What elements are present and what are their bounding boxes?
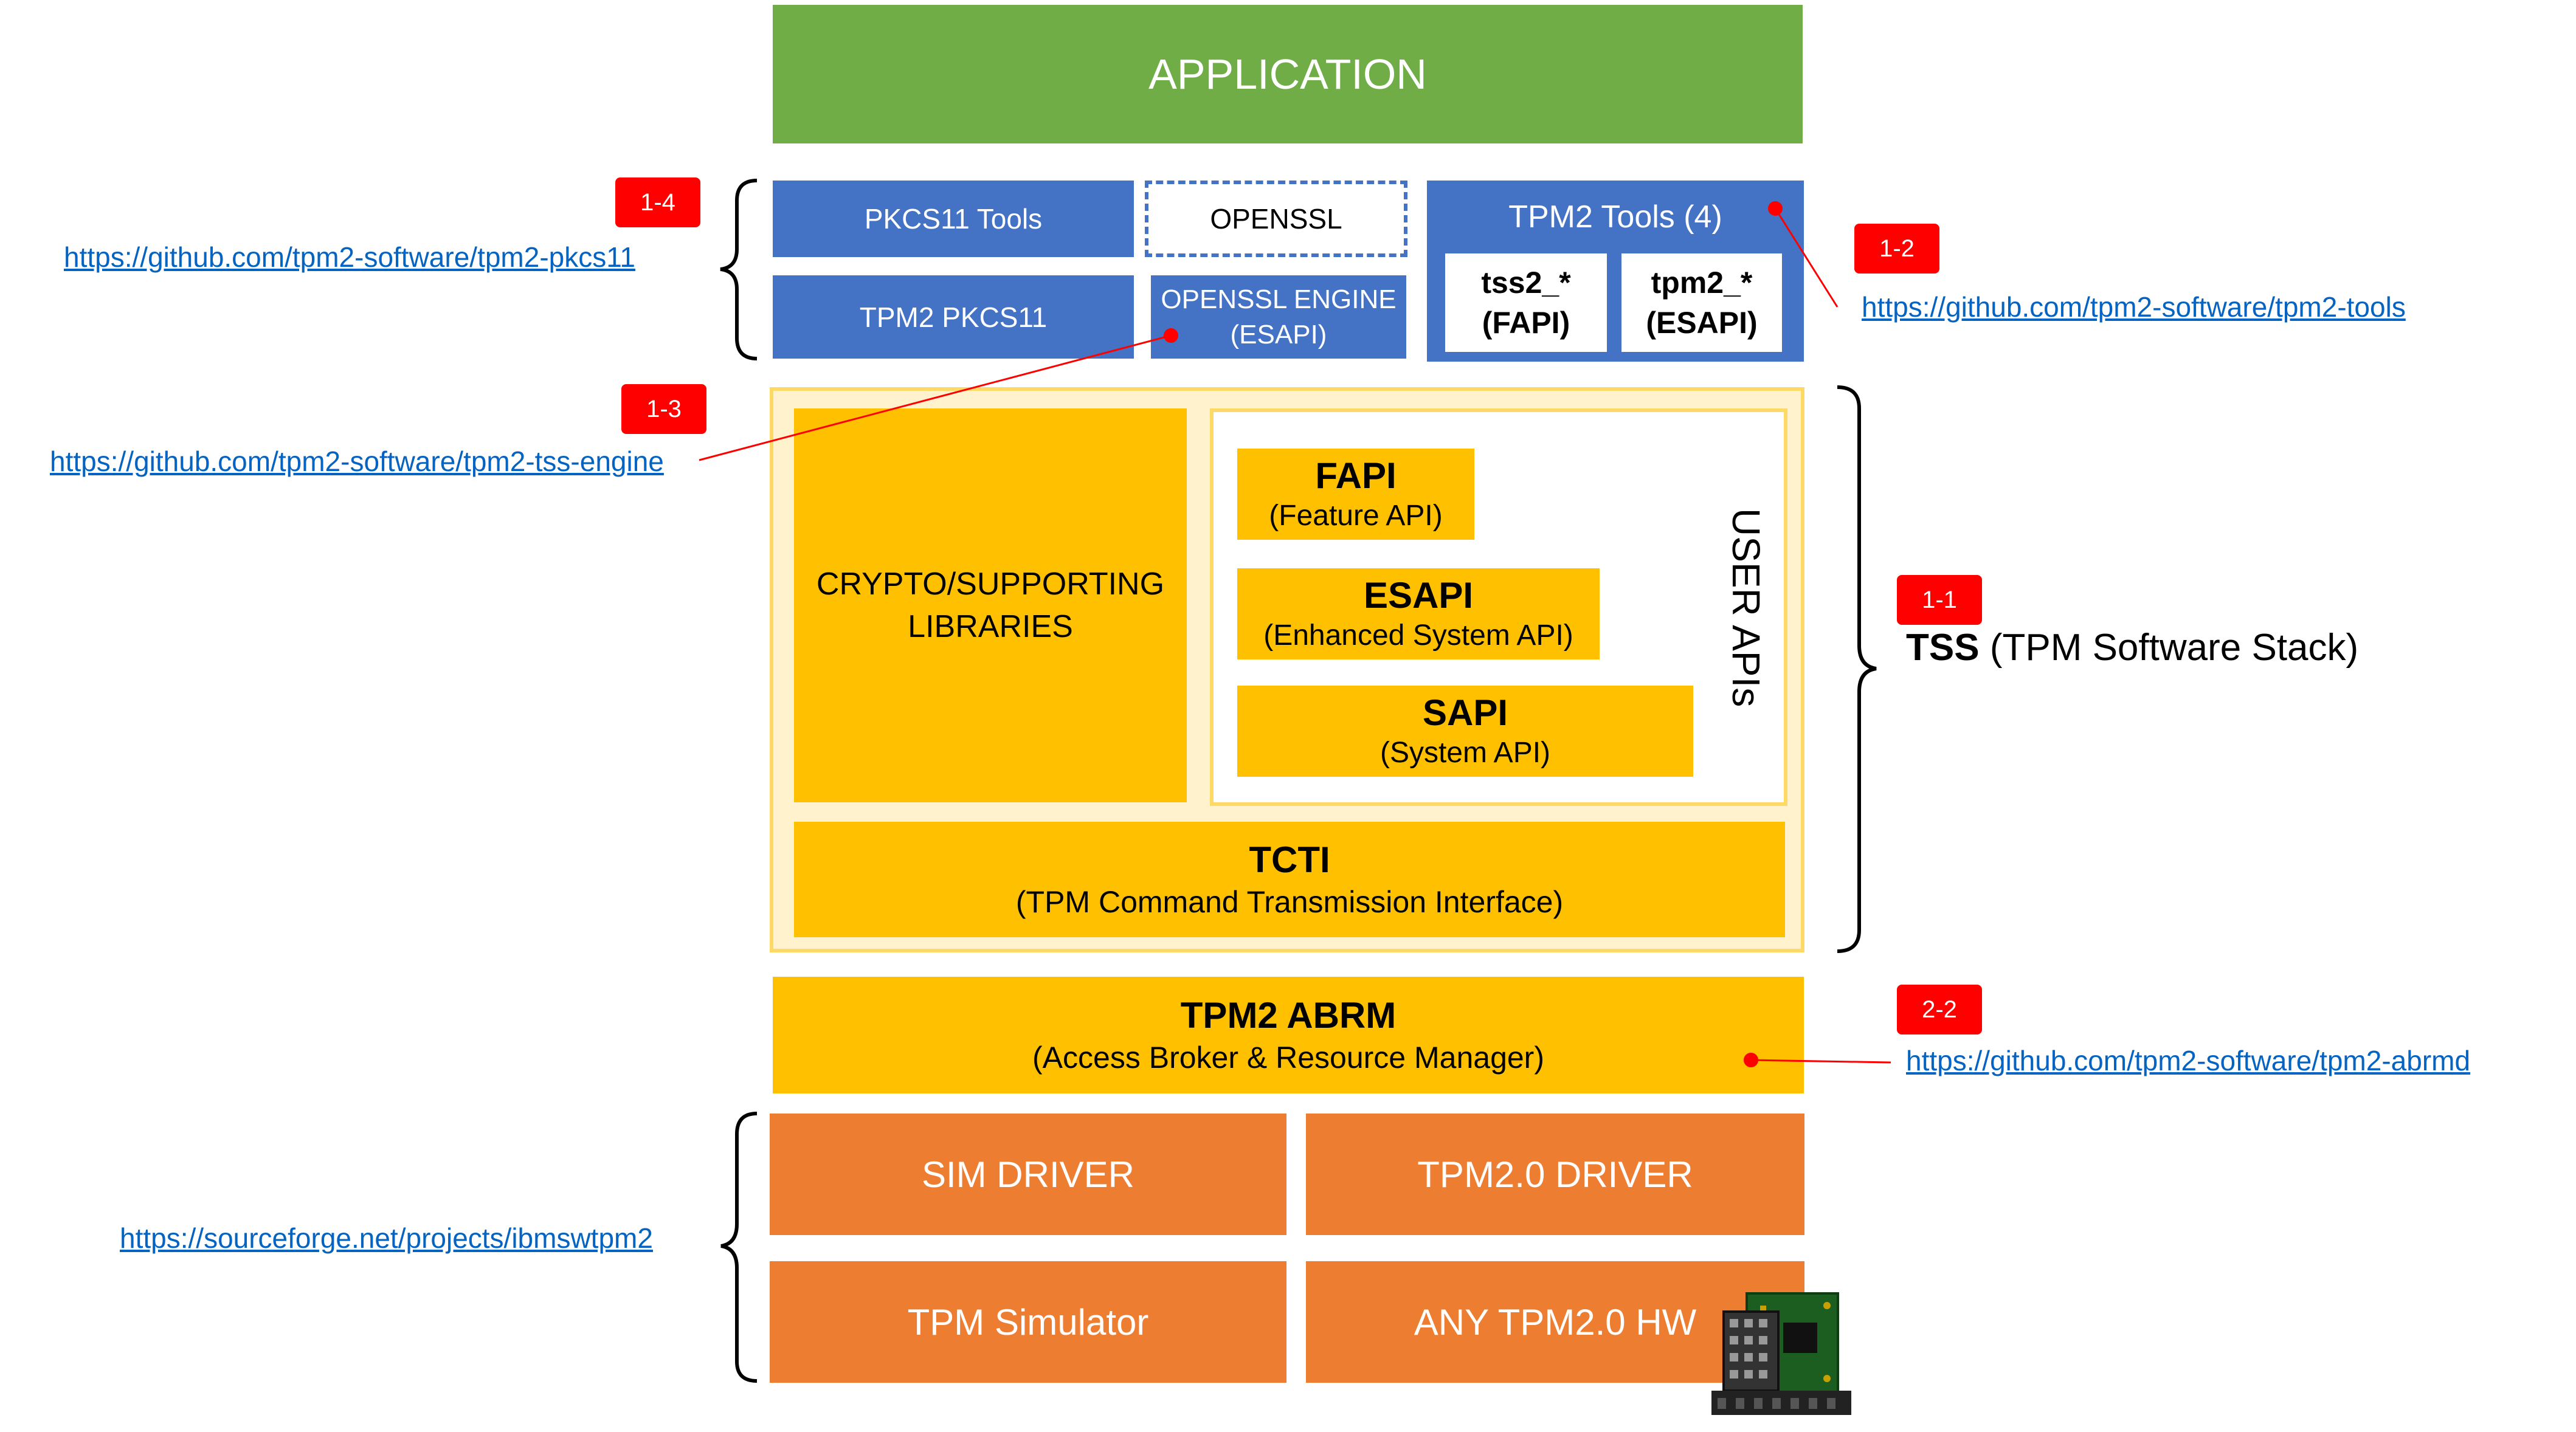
tpm2-line1: tpm2_* xyxy=(1651,266,1753,300)
openssl-engine-box: OPENSSL ENGINE (ESAPI) xyxy=(1151,275,1406,359)
sapi-box: SAPI (System API) xyxy=(1237,686,1693,777)
sim-driver-box: SIM DRIVER xyxy=(770,1114,1286,1235)
badge-1-4: 1-4 xyxy=(615,177,700,227)
openssl-label: OPENSSL xyxy=(1210,203,1342,235)
badge-1-3: 1-3 xyxy=(621,384,706,434)
openssl-engine-line2: (ESAPI) xyxy=(1230,319,1327,349)
link-tpm2-pkcs11[interactable]: https://github.com/tpm2-software/tpm2-pk… xyxy=(64,241,635,273)
sapi-title: SAPI xyxy=(1422,692,1508,733)
fapi-title: FAPI xyxy=(1315,455,1397,496)
tss2-line2: (FAPI) xyxy=(1482,306,1570,340)
any-tpm20-hw-label: ANY TPM2.0 HW xyxy=(1414,1301,1697,1343)
tpm-chip-icon xyxy=(1711,1292,1851,1415)
abrm-title: TPM2 ABRM xyxy=(1180,995,1397,1036)
tpm-simulator-box: TPM Simulator xyxy=(770,1261,1286,1383)
pkcs11-tools-label: PKCS11 Tools xyxy=(864,203,1043,235)
fapi-subtitle: (Feature API) xyxy=(1269,500,1443,532)
esapi-title: ESAPI xyxy=(1363,575,1474,616)
badge-1-2-label: 1-2 xyxy=(1879,235,1915,262)
openssl-box: OPENSSL xyxy=(1145,181,1407,257)
badge-1-3-label: 1-3 xyxy=(646,395,682,422)
badge-2-2-label: 2-2 xyxy=(1922,996,1957,1023)
link-tpm2-tools[interactable]: https://github.com/tpm2-software/tpm2-to… xyxy=(1862,291,2406,323)
link-tpm2-tss-engine[interactable]: https://github.com/tpm2-software/tpm2-ts… xyxy=(50,446,664,477)
application-box: APPLICATION xyxy=(773,5,1803,143)
badge-2-2: 2-2 xyxy=(1897,985,1982,1034)
tss-label: TSS (TPM Software Stack) xyxy=(1906,626,2358,669)
pkcs11-tools-box: PKCS11 Tools xyxy=(773,181,1134,257)
any-tpm20-hw-box: ANY TPM2.0 HW xyxy=(1306,1261,1804,1383)
bracket-bottom-left xyxy=(720,1112,758,1383)
esapi-box: ESAPI (Enhanced System API) xyxy=(1237,568,1600,659)
link-tpm2-abrmd[interactable]: https://github.com/tpm2-software/tpm2-ab… xyxy=(1906,1045,2471,1076)
fapi-box: FAPI (Feature API) xyxy=(1237,449,1474,540)
tpm20-driver-box: TPM2.0 DRIVER xyxy=(1306,1114,1804,1235)
sim-driver-label: SIM DRIVER xyxy=(921,1154,1135,1195)
badge-1-4-label: 1-4 xyxy=(640,188,675,216)
tss-label-rest: (TPM Software Stack) xyxy=(1979,627,2359,669)
bracket-top-left xyxy=(720,179,758,360)
tcti-box: TCTI (TPM Command Transmission Interface… xyxy=(794,822,1785,937)
tpm2-tools-title: TPM2 Tools (4) xyxy=(1508,199,1722,235)
abrm-subtitle: (Access Broker & Resource Manager) xyxy=(1032,1041,1544,1075)
crypto-line1: CRYPTO/SUPPORTING xyxy=(816,566,1165,602)
link-ibmswtpm2[interactable]: https://sourceforge.net/projects/ibmswtp… xyxy=(120,1222,653,1254)
tpm-simulator-label: TPM Simulator xyxy=(907,1301,1149,1343)
tss2-fapi-box: tss2_* (FAPI) xyxy=(1445,253,1607,352)
tss2-line1: tss2_* xyxy=(1481,266,1571,300)
abrm-box: TPM2 ABRM (Access Broker & Resource Mana… xyxy=(773,977,1804,1093)
application-label: APPLICATION xyxy=(1148,50,1427,98)
tpm2-line2: (ESAPI) xyxy=(1646,306,1758,340)
user-apis-text: USER APIs xyxy=(1724,508,1768,707)
openssl-engine-line1: OPENSSL ENGINE xyxy=(1161,284,1397,314)
sapi-subtitle: (System API) xyxy=(1380,737,1551,769)
tpm2-pkcs11-box: TPM2 PKCS11 xyxy=(773,275,1134,359)
tcti-title: TCTI xyxy=(1249,839,1330,880)
tpm2-esapi-box: tpm2_* (ESAPI) xyxy=(1621,253,1782,352)
crypto-line2: LIBRARIES xyxy=(908,609,1073,644)
crypto-libraries-box: CRYPTO/SUPPORTING LIBRARIES xyxy=(794,408,1187,802)
badge-1-1: 1-1 xyxy=(1897,575,1982,625)
tcti-subtitle: (TPM Command Transmission Interface) xyxy=(1015,885,1564,919)
tpm20-driver-label: TPM2.0 DRIVER xyxy=(1417,1154,1693,1195)
tss-label-bold: TSS xyxy=(1906,627,1980,669)
tpm2-pkcs11-label: TPM2 PKCS11 xyxy=(859,301,1048,333)
user-apis-label: USER APIs xyxy=(1719,504,1773,711)
badge-1-1-label: 1-1 xyxy=(1922,586,1957,613)
esapi-subtitle: (Enhanced System API) xyxy=(1263,619,1573,652)
bracket-tss xyxy=(1837,385,1877,953)
badge-1-2: 1-2 xyxy=(1854,224,1939,274)
